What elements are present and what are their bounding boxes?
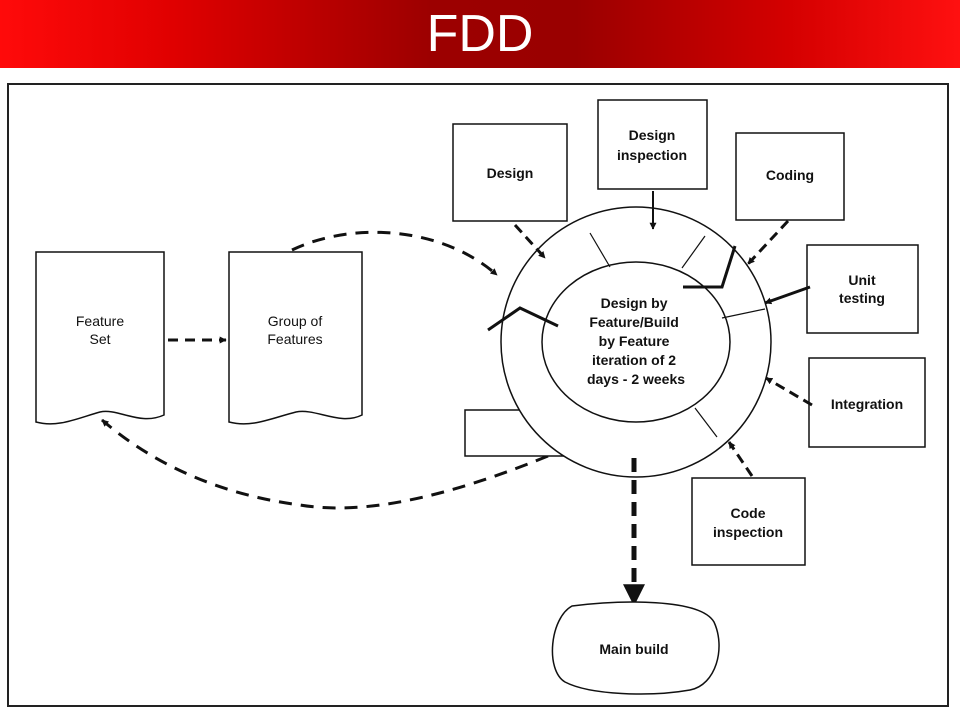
code-inspection-line1: Code bbox=[731, 505, 766, 521]
ring-dividers bbox=[589, 232, 766, 438]
center-line3: by Feature bbox=[599, 333, 670, 349]
feature-set-line2: Set bbox=[89, 331, 110, 347]
arrow-cycle-to-featureset bbox=[101, 418, 549, 510]
unit-testing-line2: testing bbox=[839, 290, 885, 306]
arrow-group-to-cycle bbox=[291, 230, 498, 277]
arrow-unit-testing bbox=[764, 285, 811, 305]
arrow-code-inspection bbox=[727, 441, 754, 477]
center-line1: Design by bbox=[601, 295, 668, 311]
cycle-arrow-top bbox=[683, 245, 737, 289]
group-line1: Group of bbox=[268, 313, 323, 329]
group-line2: Features bbox=[267, 331, 322, 347]
design-inspection-line2: inspection bbox=[617, 147, 687, 163]
code-inspection-node: Code inspection bbox=[691, 477, 806, 566]
coding-label: Coding bbox=[766, 167, 814, 183]
center-line2: Feature/Build bbox=[589, 314, 678, 330]
arrow-coding bbox=[746, 219, 790, 266]
arrow-design bbox=[513, 223, 547, 260]
design-inspection-line1: Design bbox=[629, 127, 676, 143]
unit-testing-line1: Unit bbox=[848, 272, 876, 288]
center-line4: iteration of 2 bbox=[592, 352, 676, 368]
cycle-arrow-left bbox=[487, 306, 559, 332]
main-build-node: Main build bbox=[551, 601, 720, 695]
design-label: Design bbox=[487, 165, 534, 181]
cycle-inner-circle bbox=[541, 261, 731, 423]
center-line5: days - 2 weeks bbox=[587, 371, 685, 387]
center-label: Design by Feature/Build by Feature itera… bbox=[587, 295, 685, 387]
code-inspection-line2: inspection bbox=[713, 524, 783, 540]
feature-set-line1: Feature bbox=[76, 313, 124, 329]
unit-testing-node: Unit testing bbox=[806, 244, 919, 334]
diagram-frame bbox=[7, 83, 949, 707]
arrow-integration bbox=[765, 376, 813, 407]
design-inspection-node: Design inspection bbox=[597, 99, 708, 190]
integration-node: Integration bbox=[808, 357, 926, 448]
design-node: Design bbox=[452, 123, 568, 222]
group-of-features-node: Group of Features bbox=[228, 251, 363, 425]
title-banner bbox=[0, 0, 960, 68]
integration-label: Integration bbox=[831, 396, 903, 412]
main-build-label: Main build bbox=[599, 641, 668, 657]
page-title: FDD bbox=[426, 5, 534, 63]
coding-node: Coding bbox=[735, 132, 845, 221]
